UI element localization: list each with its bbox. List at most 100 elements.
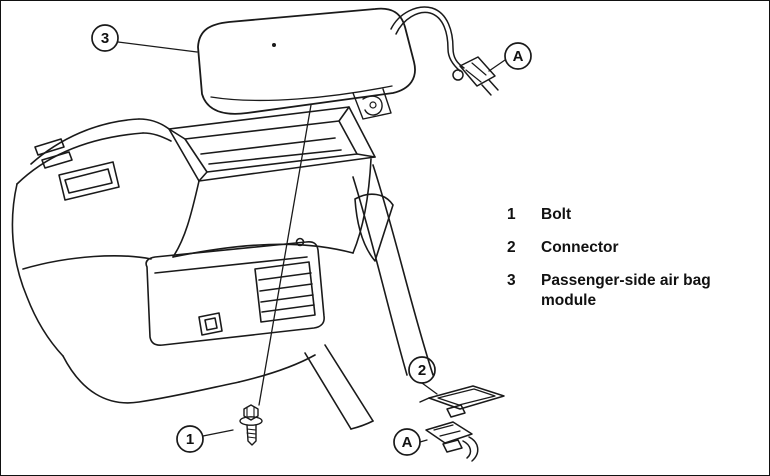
screw-hole: [295, 237, 305, 247]
leader-bolt: [202, 429, 234, 437]
hatch-line: [258, 272, 312, 281]
connector-prong: [488, 79, 499, 91]
legend-item-number: 1: [507, 206, 516, 223]
legend-item-number: 2: [507, 239, 516, 256]
callout-circle: [176, 425, 204, 453]
connector-detail-line: [465, 69, 482, 83]
callout-bolt: 1: [176, 425, 204, 453]
legend-item-bolt: 1 Bolt: [507, 205, 769, 225]
bolt-thread: [247, 436, 257, 439]
leader-connector-top: [488, 59, 506, 72]
callout-module: 3: [91, 24, 119, 52]
callout-circle: [408, 356, 436, 384]
connector-assembly: [419, 385, 505, 462]
dashboard-line-art: [11, 106, 434, 430]
hatch-line: [261, 304, 315, 313]
connectorA-line: [433, 424, 454, 431]
callout-connector: 2: [408, 356, 436, 384]
leader-module: [117, 41, 198, 53]
console-line: [324, 344, 374, 422]
callout-circle: [504, 42, 532, 70]
cable-line: [395, 11, 461, 72]
callout-label: 2: [418, 362, 426, 379]
cowl-join-lower: [142, 132, 172, 142]
glovebox-inner-line: [154, 256, 308, 274]
dash-under-line: [238, 354, 316, 383]
legend-item-label: Passenger-side air bag module: [541, 272, 711, 309]
right-pillar-line: [352, 176, 408, 376]
legend-item-connector: 2 Connector: [507, 238, 769, 258]
module-hook-eye: [369, 101, 377, 109]
module-dot: [272, 43, 276, 47]
legend-item-label: Bolt: [541, 206, 572, 223]
opening-outer-rim: [168, 106, 376, 182]
callout-label: 1: [186, 431, 194, 448]
leader-bolt-axis: [258, 104, 312, 406]
module-thickness-line: [210, 85, 393, 102]
bolt-thread: [246, 432, 257, 435]
callout-label: A: [513, 48, 524, 65]
connectorA-wire: [462, 440, 472, 459]
cowl-join-upper: [138, 118, 170, 130]
connector-body: [459, 56, 496, 87]
leader-connector-bottom: [419, 439, 428, 443]
bolt-shank: [246, 424, 257, 446]
connector-detail-top: [452, 56, 499, 96]
glovebox-outline: [145, 241, 325, 346]
callout-label: 3: [101, 30, 109, 47]
connectorA-body: [425, 421, 473, 444]
leader-lines: [117, 41, 506, 443]
right-pillar-line: [372, 164, 434, 376]
vent-slit: [41, 151, 73, 169]
leader-connector: [421, 382, 438, 395]
opening-shelf-line: [200, 137, 336, 155]
callout-circle: [393, 428, 421, 456]
console-line: [304, 352, 352, 430]
vent-slit: [34, 138, 65, 156]
opening-shelf-line: [208, 149, 342, 165]
callout-label: A: [402, 434, 413, 451]
latch-detail-inner: [204, 317, 218, 331]
dash-lower-edge: [62, 355, 240, 404]
connector2-body: [428, 385, 505, 410]
connector2-stub: [419, 397, 430, 403]
module-hook: [362, 95, 383, 116]
connector-loop: [452, 69, 464, 81]
callouts: 3 A 1 2 A: [91, 24, 532, 456]
cowl-top-line: [30, 118, 140, 165]
harness-cable: [390, 6, 465, 72]
dash-right-descender: [352, 158, 372, 254]
connectorA-wire: [468, 436, 479, 462]
cluster-bezel: [58, 161, 120, 201]
cowl-lower-line: [16, 132, 144, 185]
callout-connector-detail-top: A: [504, 42, 532, 70]
legend: 1 Bolt 2 Connector 3 Passenger-side air …: [507, 205, 769, 324]
latch-detail: [198, 312, 223, 336]
opening-corner: [356, 153, 376, 158]
airbag-module: [197, 7, 416, 120]
bolt-flange: [239, 416, 263, 426]
opening-corner: [198, 171, 208, 182]
dash-left-descender: [172, 180, 200, 258]
bolt: [239, 404, 263, 446]
connectorA-tab: [442, 439, 463, 453]
console-line: [350, 420, 374, 430]
cluster-bezel-inner: [64, 168, 113, 194]
bolt-hex-head: [243, 404, 259, 421]
legend-item-number: 3: [507, 272, 516, 289]
connector2-inner: [437, 388, 496, 406]
callout-circle: [91, 24, 119, 52]
cable-line: [390, 6, 465, 69]
opening-corner: [338, 106, 350, 122]
connector-prong: [481, 84, 492, 96]
connector-detail-line: [471, 62, 487, 76]
hatch-line: [259, 283, 313, 292]
connectorA-line: [439, 430, 461, 437]
dash-left-edge: [11, 183, 64, 357]
legend-item-label: Connector: [541, 239, 619, 256]
right-end-cap: [354, 193, 394, 262]
legend-item-module: 3 Passenger-side air bag module: [507, 271, 769, 311]
callout-connector-detail-bottom: A: [393, 428, 421, 456]
side-vent-grille: [254, 261, 316, 323]
